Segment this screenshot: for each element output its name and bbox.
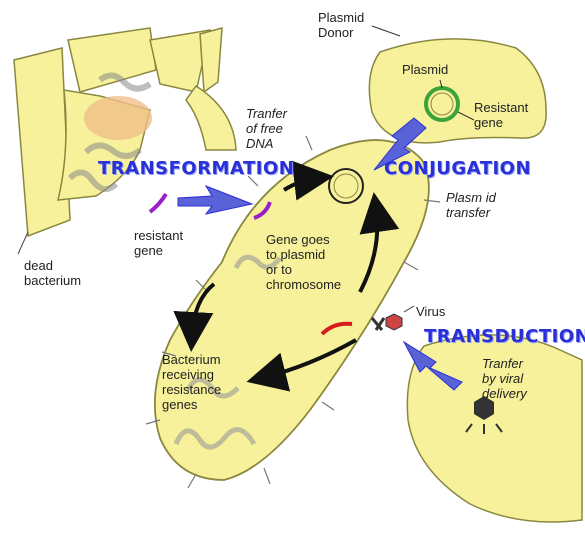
transduction-title: TRANSDUCTION — [424, 326, 585, 347]
purple-gene-free — [150, 194, 166, 212]
transformation-arrow — [178, 186, 252, 214]
resistant-gene-donor-label: Resistant gene — [474, 100, 528, 130]
resistant-gene-label: resistant gene — [134, 228, 183, 258]
virus-particle — [372, 306, 414, 330]
transformation-title: TRANSFORMATION — [98, 158, 294, 179]
dead-bacterium-label: dead bacterium — [24, 258, 81, 288]
receiving-bacterium — [146, 136, 440, 488]
gene-goes-label: Gene goes to plasmid or to chromosome — [266, 232, 341, 292]
dead-bacterium — [14, 28, 236, 254]
plasmid-label: Plasmid — [402, 62, 448, 77]
conjugation-title: CONJUGATION — [384, 158, 531, 179]
viral-delivery-label: Tranfer by viral delivery — [482, 356, 527, 401]
plasmid-transfer-label: Plasm id transfer — [446, 190, 496, 220]
virus-label: Virus — [416, 304, 445, 319]
transfer-free-dna-label: Tranfer of free DNA — [246, 106, 287, 151]
bacterium-receiving-label: Bacterium receiving resistance genes — [162, 352, 221, 412]
plasmid-donor-label: Plasmid Donor — [318, 10, 364, 40]
